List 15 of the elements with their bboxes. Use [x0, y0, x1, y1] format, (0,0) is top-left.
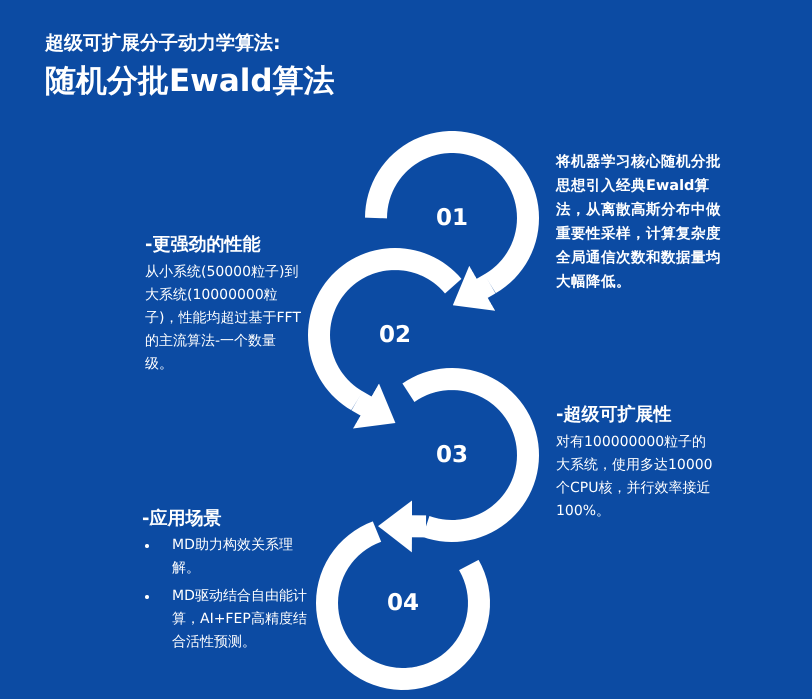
description-text: 对有100000000粒子的大系统，使用多达10000个CPU核，并行效率接近100%。: [556, 433, 714, 521]
section-heading: -更强劲的性能: [145, 233, 260, 256]
description-text: MD助力构效关系理解。: [172, 536, 294, 578]
step-number: 01: [436, 205, 468, 231]
section-heading: -应用场景: [142, 507, 222, 530]
subtitle: 超级可扩展分子动力学算法:: [45, 31, 281, 56]
description-text: 从小系统(50000粒子)到大系统(10000000粒子)，性能均超过基于FFT的主流算法-一个数量级。: [145, 263, 302, 374]
step-number: 02: [379, 322, 411, 348]
section-heading: -超级可扩展性: [556, 403, 672, 426]
title: 随机分批Ewald算法: [45, 62, 335, 101]
description-text: MD驱动结合自由能计算，AI+FEP高精度结合活性预测。: [172, 587, 308, 652]
description-text: 将机器学习核心随机分批思想引入经典Ewald算法，从离散高斯分布中做重要性采样，计算复杂度全局通信次数和数据量均大幅降低。: [556, 152, 722, 292]
step-number: 04: [387, 590, 419, 616]
step-number: 03: [436, 442, 468, 468]
arrow: [378, 500, 426, 552]
